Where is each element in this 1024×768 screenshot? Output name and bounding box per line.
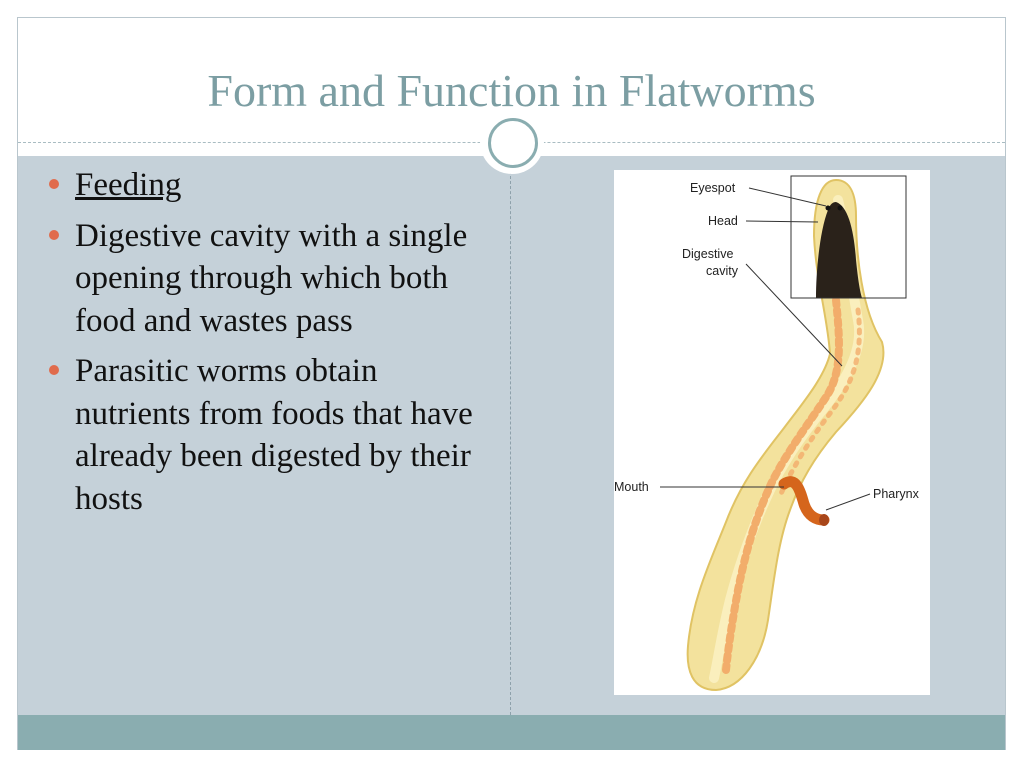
bullet-item: Digestive cavity with a single opening t…	[44, 215, 484, 343]
pharynx-label: Pharynx	[873, 487, 920, 501]
digestive-label-line2: cavity	[706, 264, 739, 278]
mouth-label: Mouth	[614, 480, 649, 494]
medallion-ring-icon	[488, 118, 538, 168]
bullet-dot-icon	[49, 365, 59, 375]
bullet-dot-icon	[49, 179, 59, 189]
bullet-dot-icon	[49, 229, 59, 240]
flatworm-figure: Eyespot Head Digestive cavity Mouth Phar…	[614, 170, 930, 695]
head-pigment	[816, 202, 862, 298]
digestive-cavity	[722, 296, 843, 674]
pharynx-tip	[819, 514, 829, 526]
bullet-text-heading: Feeding	[75, 167, 182, 203]
bullet-text: Digestive cavity with a single opening t…	[75, 217, 468, 339]
digestive-cavity-side	[777, 307, 862, 499]
eyespot-leader	[748, 187, 827, 207]
pharynx	[778, 476, 830, 526]
bullet-list: Feeding Digestive cavity with a single o…	[44, 164, 484, 528]
digestive-label-line1: Digestive	[682, 247, 733, 261]
footer-bar	[18, 715, 1005, 750]
bullet-item: Feeding	[44, 164, 484, 207]
bullet-item: Parasitic worms obtain nutrients from fo…	[44, 350, 484, 520]
head-callout-box	[790, 175, 907, 299]
flatworm-illustration: Eyespot Head Digestive cavity Mouth Phar…	[614, 175, 920, 692]
bullet-text: Parasitic worms obtain nutrients from fo…	[75, 353, 473, 517]
eyespot-marker	[837, 205, 843, 211]
slide-title: Form and Function in Flatworms	[207, 65, 816, 116]
pharynx-leader	[825, 493, 871, 511]
head-label: Head	[708, 214, 738, 228]
eyespot-marker	[825, 205, 831, 211]
eyespot-label: Eyespot	[690, 181, 736, 195]
column-divider	[510, 156, 511, 715]
head-leader	[745, 220, 819, 223]
digestive-leader	[745, 263, 843, 367]
